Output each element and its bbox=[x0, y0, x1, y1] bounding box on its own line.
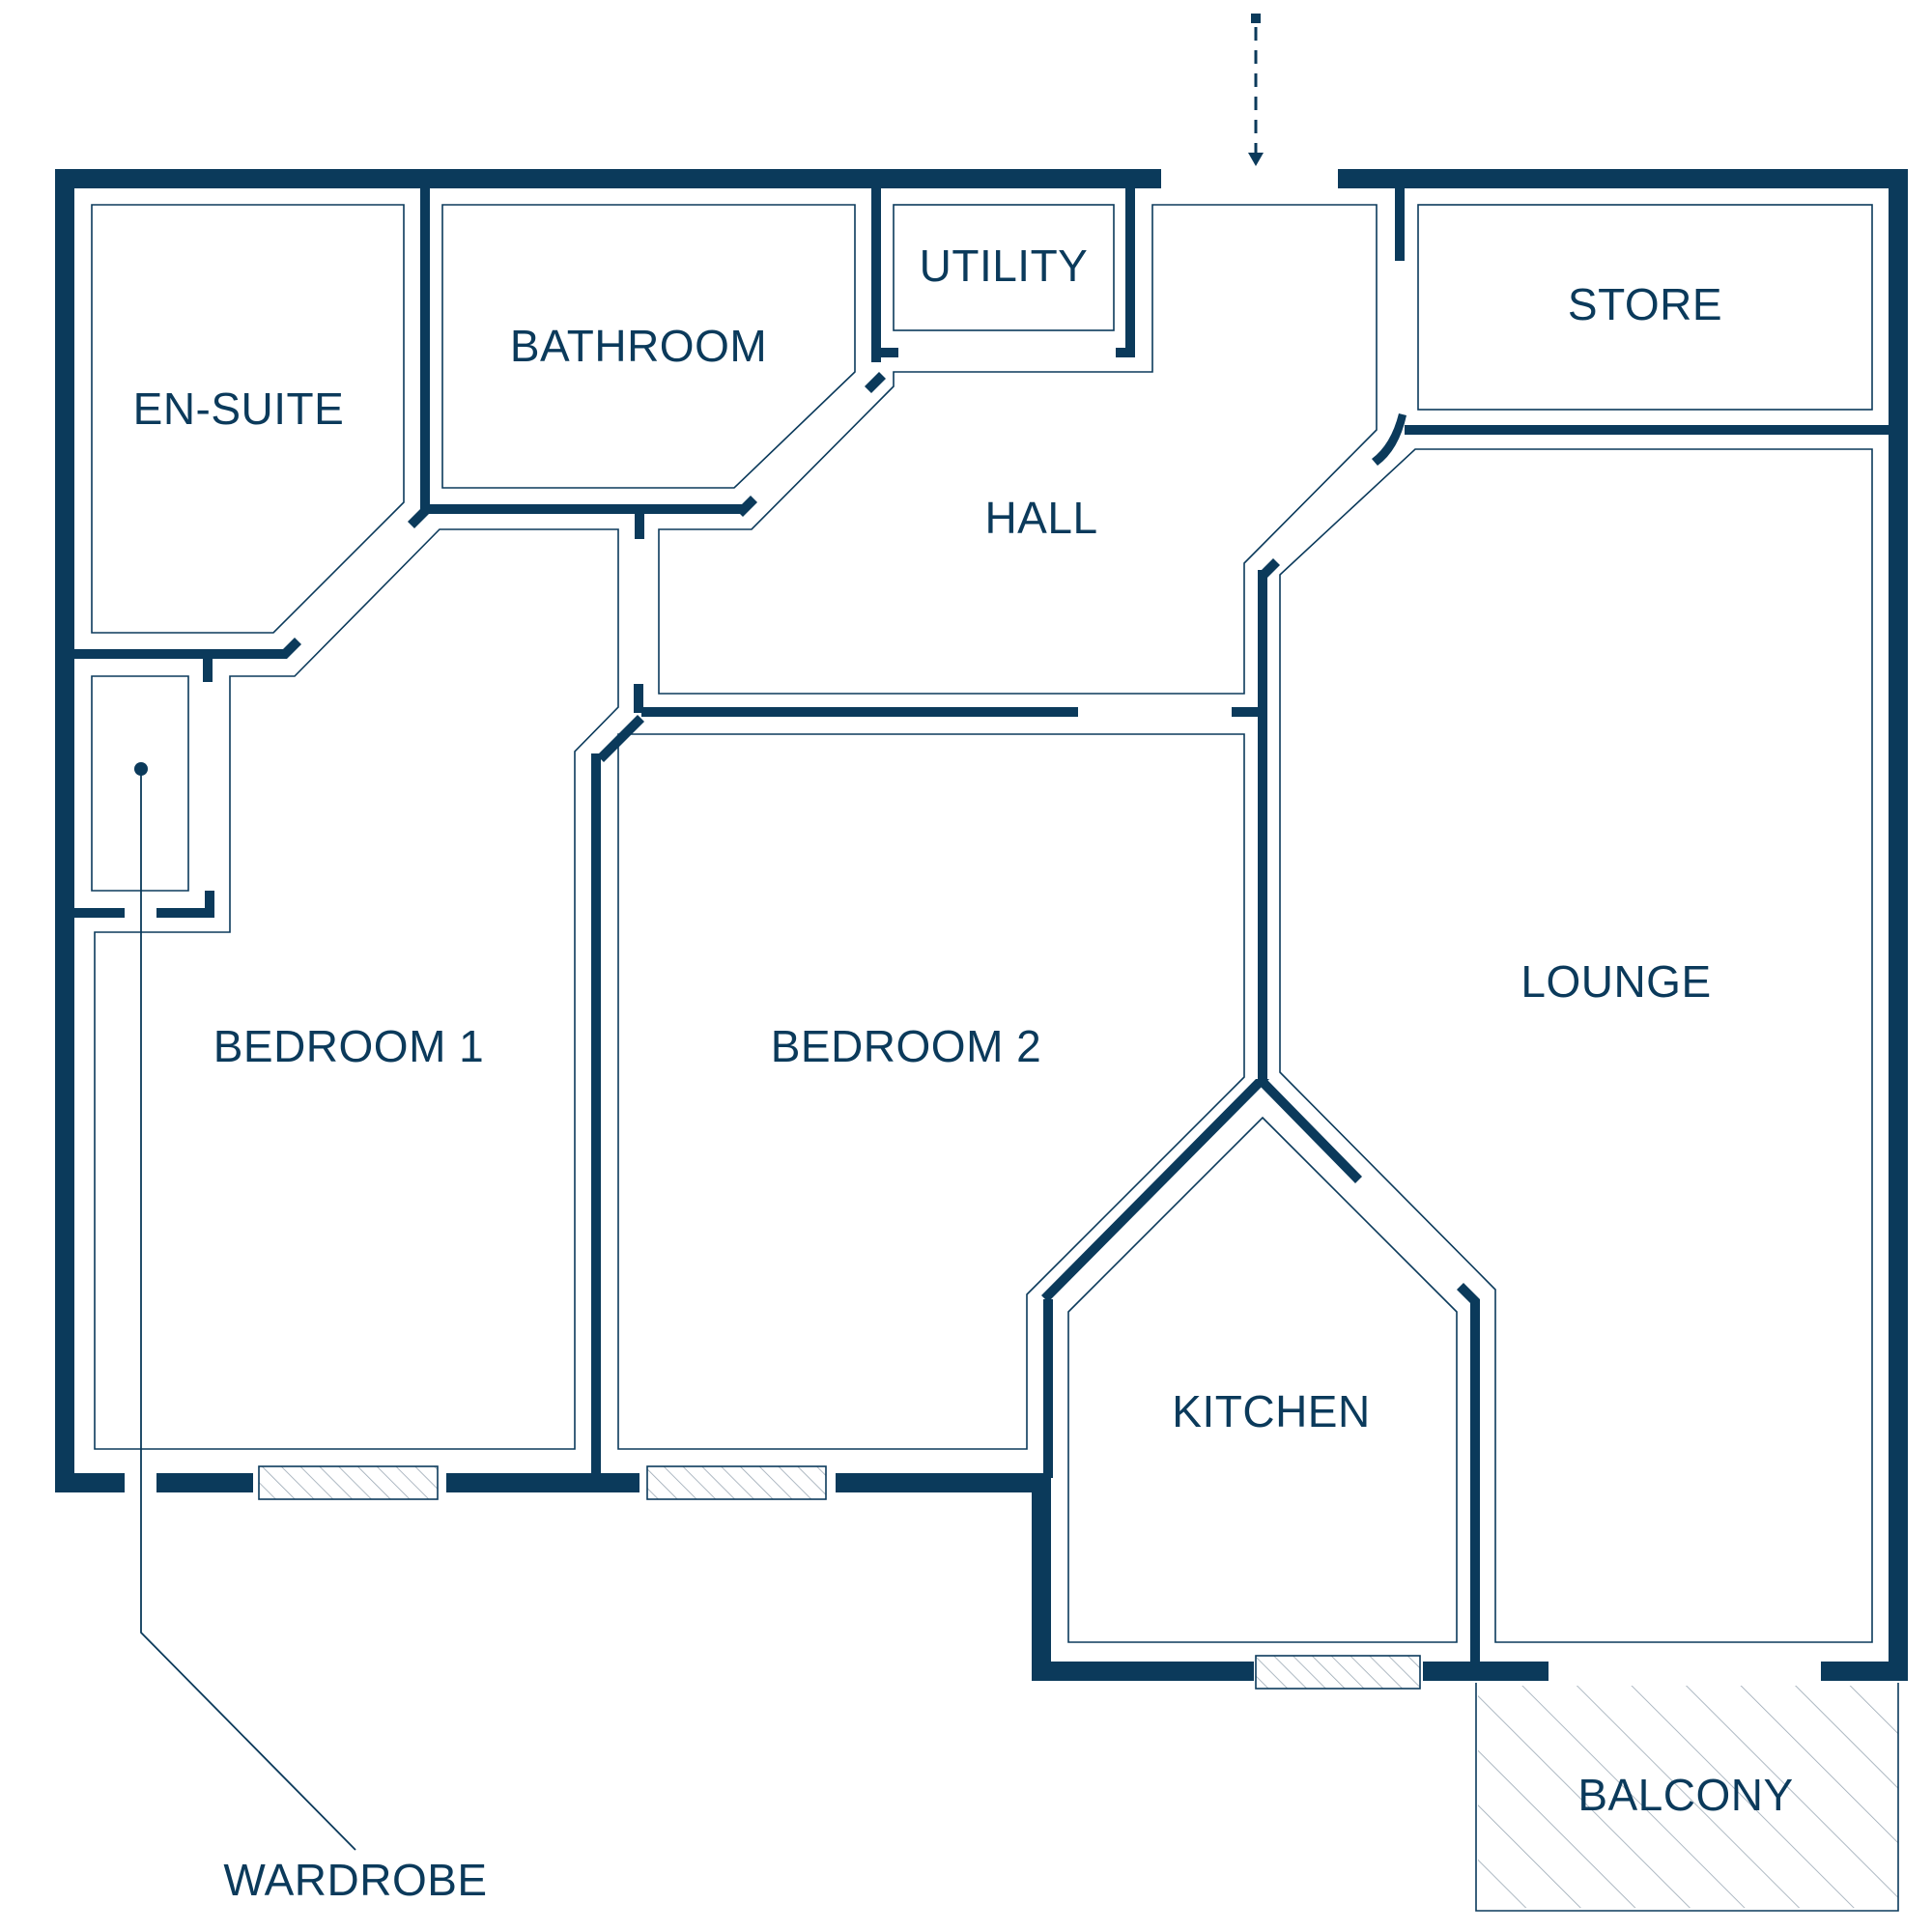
label-bathroom: BATHROOM bbox=[510, 321, 767, 371]
label-store: STORE bbox=[1568, 279, 1722, 329]
room-outlines bbox=[91, 204, 1873, 1643]
room-labels: EN-SUITE BATHROOM UTILITY STORE HALL BED… bbox=[133, 241, 1794, 1905]
wardrobe-marker-icon bbox=[134, 762, 356, 1851]
label-utility: UTILITY bbox=[920, 241, 1089, 291]
label-balcony: BALCONY bbox=[1577, 1770, 1793, 1820]
window-kitchen bbox=[1255, 1655, 1421, 1690]
label-bedroom-1: BEDROOM 1 bbox=[213, 1021, 485, 1071]
label-hall: HALL bbox=[984, 493, 1097, 543]
outer-walls bbox=[55, 169, 1908, 1681]
label-kitchen: KITCHEN bbox=[1172, 1386, 1370, 1436]
interior-walls bbox=[74, 188, 1889, 1671]
windows bbox=[258, 1465, 1421, 1690]
entry-arrow-icon bbox=[1248, 14, 1264, 166]
window-bedroom-2 bbox=[646, 1465, 827, 1500]
label-bedroom-2: BEDROOM 2 bbox=[771, 1021, 1042, 1071]
window-bedroom-1 bbox=[258, 1465, 439, 1500]
balcony-area bbox=[1475, 1683, 1899, 1912]
label-en-suite: EN-SUITE bbox=[133, 384, 345, 434]
label-wardrobe: WARDROBE bbox=[223, 1855, 487, 1905]
label-lounge: LOUNGE bbox=[1520, 956, 1711, 1007]
